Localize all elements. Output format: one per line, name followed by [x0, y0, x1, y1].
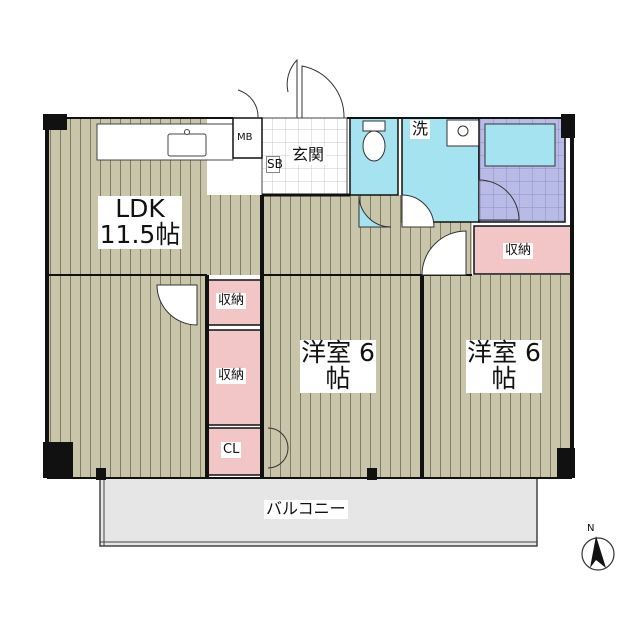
western-room-2-size: 6帖 — [491, 338, 541, 394]
ldk-label: LDK — [115, 194, 165, 223]
western-room-1-label: 洋室 — [301, 338, 352, 367]
storage-top-right-label: 収納 — [503, 243, 534, 259]
bathtub — [484, 123, 556, 167]
closet-label: CL — [221, 442, 242, 458]
walls — [45, 117, 575, 479]
western-room-2-label: 洋室 — [467, 338, 518, 367]
ldk-name: LDK 11.5帖 — [98, 194, 182, 250]
north-arrow-icon — [590, 536, 606, 568]
kitchen-sink — [167, 133, 207, 157]
toilet-bowl — [362, 130, 386, 162]
western-room-1-label-box: 洋室 6帖 — [300, 338, 376, 394]
entrance-label: 玄関 — [290, 145, 327, 165]
shoe-box-label: SB — [266, 156, 283, 173]
western-room-1-size: 6帖 — [325, 338, 375, 394]
doors — [156, 58, 520, 469]
meter-box-label: MB — [236, 132, 254, 144]
storage-mid-label: 収納 — [216, 368, 247, 384]
balcony-label: バルコニー — [264, 499, 348, 519]
compass — [581, 536, 615, 571]
laundry-label: 洗 — [410, 119, 431, 139]
compass-label: N — [587, 523, 595, 534]
kitchen-counter — [96, 123, 234, 161]
western-room-2-label-box: 洋室 6帖 — [466, 338, 542, 394]
storage-small-label: 収納 — [216, 293, 247, 309]
ldk-size: 11.5帖 — [99, 220, 181, 250]
